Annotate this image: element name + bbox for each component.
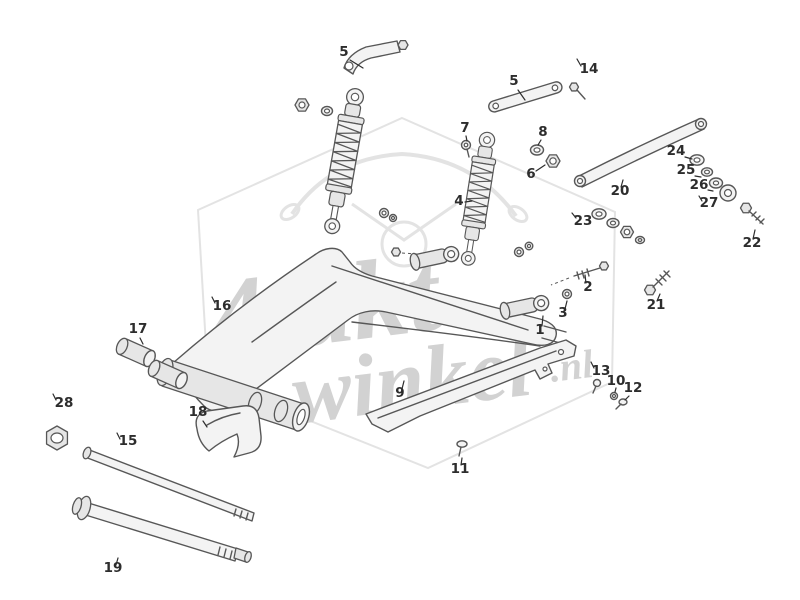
part-label: 21 (647, 297, 666, 313)
shock-mount-arm-upper (392, 244, 460, 271)
part-label: 28 (55, 395, 74, 411)
chain-slider-18 (195, 405, 262, 458)
washer-3 (561, 288, 573, 300)
part-leader-line (202, 420, 208, 428)
part-leader-line (464, 200, 473, 203)
part-leader-line (656, 293, 661, 302)
shock-washers-right (513, 241, 534, 258)
chain-guard (365, 339, 577, 433)
screw-11 (456, 440, 468, 457)
part-leader-line (590, 361, 595, 369)
part-label: 26 (690, 177, 709, 193)
part-leader-line (541, 315, 544, 327)
linkage-washers-23 (591, 208, 646, 245)
bolt-22 (741, 203, 765, 225)
part-label: 6 (526, 166, 535, 182)
part-leader-line (694, 175, 702, 178)
upper-arm-bolt (392, 248, 401, 256)
part-label: 5 (339, 44, 348, 60)
part-leader-line (624, 395, 630, 401)
part-label: 22 (743, 235, 762, 251)
part-label: 27 (700, 195, 719, 211)
axle-19 (71, 495, 252, 563)
part-label: 15 (119, 433, 138, 449)
part-leader-line (116, 432, 121, 440)
upper-left-fasteners (295, 99, 334, 117)
part-label: 14 (580, 61, 599, 77)
part-label: 24 (667, 143, 686, 159)
part-leader-line (707, 189, 714, 192)
part-leader-line (139, 337, 144, 345)
part-label: 12 (624, 380, 643, 396)
part-label: 11 (451, 461, 470, 477)
bolt-21 (645, 270, 671, 295)
upper-bracket-left (343, 41, 408, 75)
part-label: 10 (607, 373, 626, 389)
part-label: 4 (454, 193, 463, 209)
watermark-headlight-sketch (380, 220, 428, 268)
bracket-bolt (398, 41, 408, 50)
part-label: 3 (558, 305, 567, 321)
part-leader-line (752, 229, 756, 240)
part-label: 17 (129, 321, 148, 337)
part-leader-line (698, 195, 703, 202)
part-leader-line (584, 274, 587, 284)
part-label: 25 (677, 162, 696, 178)
part-label: 19 (104, 560, 123, 576)
washer-8 (529, 144, 545, 156)
watermark-hexagon (196, 116, 617, 470)
part-label: 20 (611, 183, 630, 199)
torque-link-20 (573, 117, 708, 188)
part-label: 2 (583, 279, 592, 295)
nut-28 (47, 426, 68, 450)
part-leader-line (401, 380, 405, 390)
part-leader-line (571, 212, 577, 219)
part-leader-line (614, 387, 617, 393)
guard-fasteners (592, 378, 628, 410)
screw-7 (460, 139, 472, 158)
part-leader-line (576, 58, 582, 67)
part-label: 16 (213, 298, 232, 314)
part-leader-line (52, 393, 57, 401)
part-label: 9 (395, 385, 404, 401)
shock-washers-left (378, 207, 398, 223)
part-label: 5 (509, 73, 518, 89)
part-leader-line (535, 164, 546, 172)
part-label: 7 (460, 120, 469, 136)
bushings-17 (115, 337, 188, 390)
part-leader-line (620, 179, 624, 188)
part-label: 8 (538, 124, 547, 140)
part-label: 18 (189, 404, 208, 420)
part-leader-line (211, 296, 216, 304)
linkage-washers-right (689, 154, 737, 202)
part-label: 1 (535, 322, 544, 338)
part-leader-line (115, 557, 119, 566)
part-leader-line (517, 89, 526, 101)
shock-mount-arm-lower (499, 294, 550, 320)
part-leader-line (349, 59, 364, 69)
part-leader-line (684, 156, 693, 160)
part-leader-line (460, 457, 463, 466)
bolt-2 (550, 262, 609, 286)
part-label: 13 (592, 363, 611, 379)
part-leader-line (537, 139, 542, 146)
rod-15 (82, 446, 255, 522)
part-leader-line (564, 300, 568, 310)
upper-bracket-right (488, 81, 563, 113)
part-leader-line (465, 135, 468, 142)
bolt-14 (570, 83, 586, 100)
part-label: 23 (574, 213, 593, 229)
nut-6 (546, 155, 560, 167)
